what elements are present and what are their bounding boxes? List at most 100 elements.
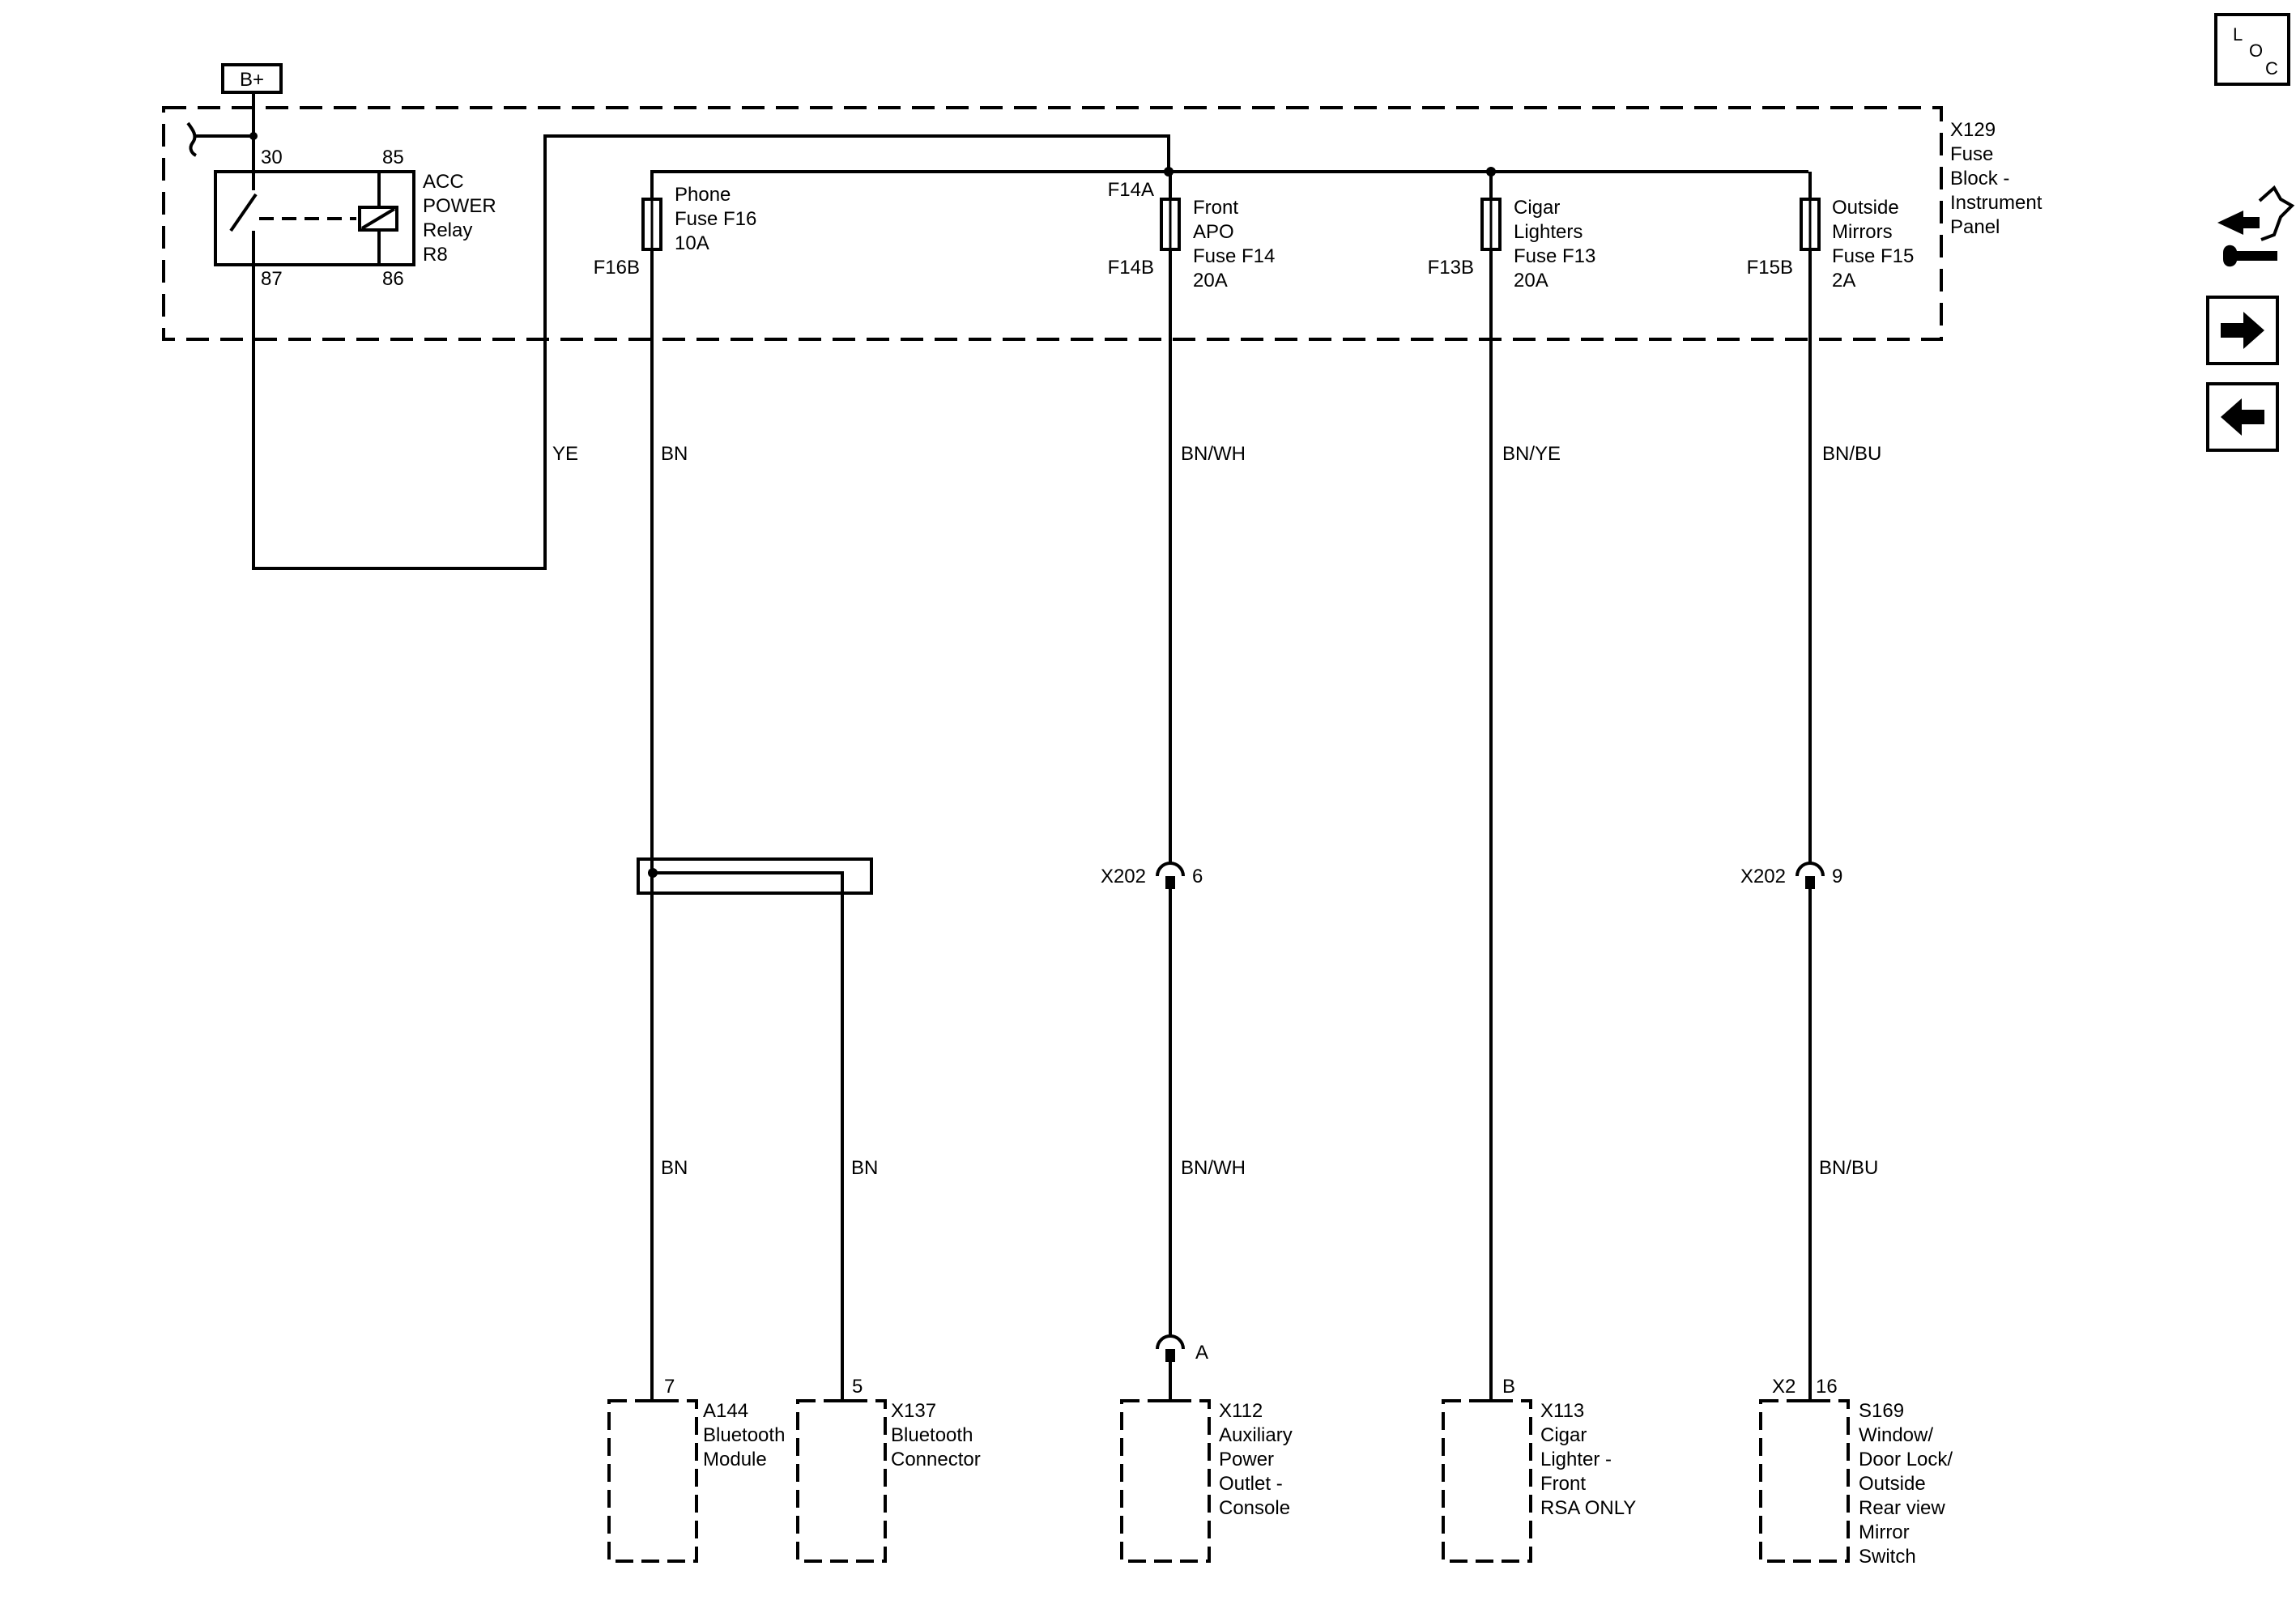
svg-text:L: L xyxy=(2233,24,2243,45)
svg-text:C: C xyxy=(2265,58,2278,79)
cigar-circuit: BN/YE xyxy=(1489,249,1561,1401)
svg-text:Bluetooth: Bluetooth xyxy=(891,1424,973,1446)
front-apo-fuse-f14: F14A F14B Front APO Fuse F14 20A xyxy=(1108,172,1275,291)
svg-text:X202: X202 xyxy=(1101,866,1146,887)
relay-pin-86: 86 xyxy=(382,268,404,290)
svg-text:X112: X112 xyxy=(1219,1400,1263,1422)
cigar-fuse-f13: Cigar Lighters Fuse F13 20A F13B xyxy=(1428,172,1595,291)
wire-color-bn: BN xyxy=(661,443,688,465)
wire-color-ye: YE xyxy=(552,443,578,465)
svg-text:Front: Front xyxy=(1193,197,1238,219)
inline-connector-icon xyxy=(1795,862,1825,877)
svg-text:Mirror: Mirror xyxy=(1859,1521,1910,1543)
svg-text:S169: S169 xyxy=(1859,1400,1904,1422)
svg-text:F13B: F13B xyxy=(1428,257,1474,279)
next-page-button[interactable] xyxy=(2206,296,2279,365)
svg-text:20A: 20A xyxy=(1193,270,1228,291)
svg-text:Phone: Phone xyxy=(675,184,731,206)
svg-text:20A: 20A xyxy=(1514,270,1548,291)
svg-text:Fuse: Fuse xyxy=(1950,143,1993,165)
svg-text:Bluetooth: Bluetooth xyxy=(703,1424,785,1446)
svg-text:BN/WH: BN/WH xyxy=(1181,1157,1246,1179)
svg-text:Console: Console xyxy=(1219,1497,1290,1519)
inline-connector-icon xyxy=(1156,1334,1185,1350)
svg-text:Module: Module xyxy=(703,1449,767,1470)
component-x113: B X113 Cigar Lighter - Front RSA ONLY xyxy=(1442,1376,1636,1563)
svg-text:Rear view: Rear view xyxy=(1859,1497,1945,1519)
svg-text:B: B xyxy=(1502,1376,1515,1398)
svg-text:6: 6 xyxy=(1192,866,1203,887)
loc-button[interactable]: L O C xyxy=(2214,13,2290,86)
next-page-icon xyxy=(2221,312,2264,349)
svg-text:Instrument: Instrument xyxy=(1950,192,2043,214)
fuse-block-outline xyxy=(162,106,1943,341)
svg-text:Cigar: Cigar xyxy=(1514,197,1560,219)
apo-circuit: BN/WH X202 6 BN/WH A xyxy=(1101,249,1246,1401)
svg-text:F16B: F16B xyxy=(594,257,640,279)
svg-text:F14A: F14A xyxy=(1108,179,1154,201)
relay-switch-icon xyxy=(229,193,258,232)
svg-text:RSA ONLY: RSA ONLY xyxy=(1540,1497,1636,1519)
svg-text:X137: X137 xyxy=(891,1400,936,1422)
svg-text:A: A xyxy=(1195,1342,1208,1364)
svg-text:Lighters: Lighters xyxy=(1514,221,1582,243)
relay-pin-85: 85 xyxy=(382,147,404,168)
svg-text:Fuse F16: Fuse F16 xyxy=(675,208,756,230)
component-a144: 7 A144 Bluetooth Module xyxy=(607,1376,785,1563)
svg-text:BN/WH: BN/WH xyxy=(1181,443,1246,465)
phone-circuit: BN BN BN xyxy=(637,249,878,1401)
svg-text:Switch: Switch xyxy=(1859,1546,1916,1568)
svg-text:BN/BU: BN/BU xyxy=(1819,1157,1878,1179)
svg-text:16: 16 xyxy=(1816,1376,1838,1398)
svg-text:F14B: F14B xyxy=(1108,257,1154,279)
svg-text:ACC: ACC xyxy=(423,171,464,193)
component-x112: X112 Auxiliary Power Outlet - Console xyxy=(1120,1399,1293,1563)
splice-pack xyxy=(637,857,873,895)
relay-output-wire xyxy=(252,134,1170,570)
svg-text:Front: Front xyxy=(1540,1473,1586,1495)
svg-text:Auxiliary: Auxiliary xyxy=(1219,1424,1293,1446)
battery-label: B+ xyxy=(240,69,264,91)
svg-text:Window/: Window/ xyxy=(1859,1424,1933,1446)
svg-text:R8: R8 xyxy=(423,244,448,266)
component-view-icon[interactable] xyxy=(2217,185,2295,267)
svg-text:Connector: Connector xyxy=(891,1449,981,1470)
relay-pin-87: 87 xyxy=(261,268,283,290)
svg-text:Power: Power xyxy=(1219,1449,1274,1470)
svg-text:A144: A144 xyxy=(703,1400,748,1422)
previous-page-icon xyxy=(2221,398,2264,436)
svg-text:F15B: F15B xyxy=(1747,257,1793,279)
svg-text:APO: APO xyxy=(1193,221,1234,243)
svg-text:Fuse F14: Fuse F14 xyxy=(1193,245,1275,267)
svg-text:Cigar: Cigar xyxy=(1540,1424,1587,1446)
svg-text:10A: 10A xyxy=(675,232,709,254)
svg-text:Lighter -: Lighter - xyxy=(1540,1449,1612,1470)
svg-text:Fuse F15: Fuse F15 xyxy=(1832,245,1914,267)
battery-supply: B+ xyxy=(221,63,283,136)
svg-text:9: 9 xyxy=(1832,866,1842,887)
component-s169: X2 16 S169 Window/ Door Lock/ Outside Re… xyxy=(1759,1376,1953,1568)
previous-page-button[interactable] xyxy=(2206,382,2279,452)
svg-text:X202: X202 xyxy=(1740,866,1786,887)
component-x137: 5 X137 Bluetooth Connector xyxy=(796,1376,981,1563)
svg-text:Outlet -: Outlet - xyxy=(1219,1473,1283,1495)
svg-text:BN/YE: BN/YE xyxy=(1502,443,1561,465)
fusible-link-icon xyxy=(186,121,198,157)
svg-text:BN: BN xyxy=(851,1157,878,1179)
fuse-block-id: X129 xyxy=(1950,119,1996,141)
svg-text:X113: X113 xyxy=(1540,1400,1584,1422)
svg-text:Outside: Outside xyxy=(1859,1473,1926,1495)
inline-connector-icon xyxy=(1156,862,1185,877)
svg-text:Fuse F13: Fuse F13 xyxy=(1514,245,1595,267)
svg-text:7: 7 xyxy=(664,1376,675,1398)
svg-text:Mirrors: Mirrors xyxy=(1832,221,1893,243)
svg-text:BN/BU: BN/BU xyxy=(1822,443,1881,465)
svg-text:5: 5 xyxy=(852,1376,863,1398)
svg-text:Relay: Relay xyxy=(423,219,472,241)
svg-text:Outside: Outside xyxy=(1832,197,1899,219)
relay-body xyxy=(214,170,415,266)
svg-text:POWER: POWER xyxy=(423,195,496,217)
svg-text:2A: 2A xyxy=(1832,270,1855,291)
svg-text:Panel: Panel xyxy=(1950,216,2000,238)
